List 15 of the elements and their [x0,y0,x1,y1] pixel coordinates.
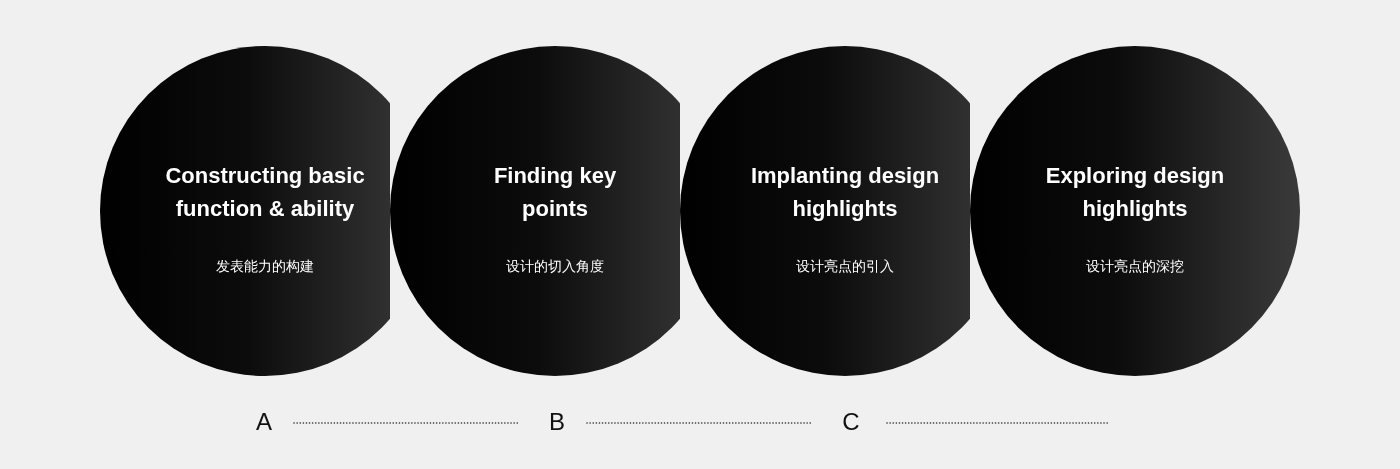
step-subtitle: 发表能力的构建 [215,257,315,276]
step-subtitle: 设计的切入角度 [505,257,605,276]
step-letter: A [249,408,279,436]
step-title: Exploring design highlights [1044,162,1226,223]
step-subtitle: 设计亮点的引入 [795,257,895,276]
step-letter: C [836,408,866,436]
dotted-connector [586,422,814,424]
step-title: Finding key points [492,162,618,223]
dotted-connector [886,422,1111,424]
step-title: Constructing basic function & ability [164,162,366,223]
dotted-connector [293,422,520,424]
step-subtitle: 设计亮点的深挖 [1085,257,1185,276]
step-title: Implanting design highlights [749,162,941,223]
step-letter: B [542,408,572,436]
step-circle [970,46,1300,376]
